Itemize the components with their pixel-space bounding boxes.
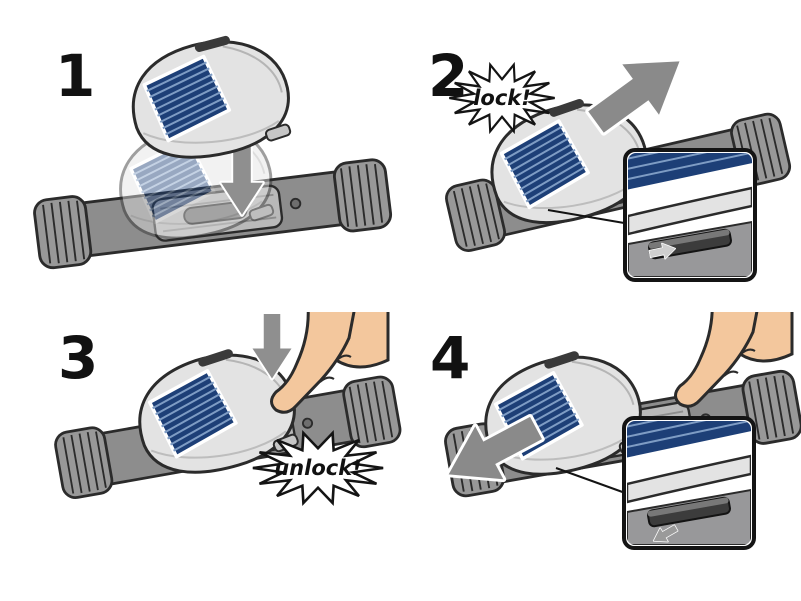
- lock-burst: lock!: [448, 63, 556, 133]
- lock-callout: lock!: [473, 86, 531, 110]
- panel-3: 3 unlock!: [52, 312, 404, 505]
- inset-leader-line: [555, 467, 629, 495]
- panel-4: 4: [430, 312, 801, 548]
- panel-1-number: 1: [55, 42, 95, 110]
- inset-leader-line: [547, 209, 631, 225]
- panel-2: 2 lock!: [428, 36, 794, 280]
- device: [124, 27, 296, 166]
- panel-1: 1: [31, 27, 394, 271]
- panel-3-number: 3: [58, 324, 98, 392]
- panel-4-number: 4: [430, 324, 470, 392]
- unlock-callout: unlock!: [274, 456, 362, 480]
- unlock-burst: unlock!: [251, 431, 385, 505]
